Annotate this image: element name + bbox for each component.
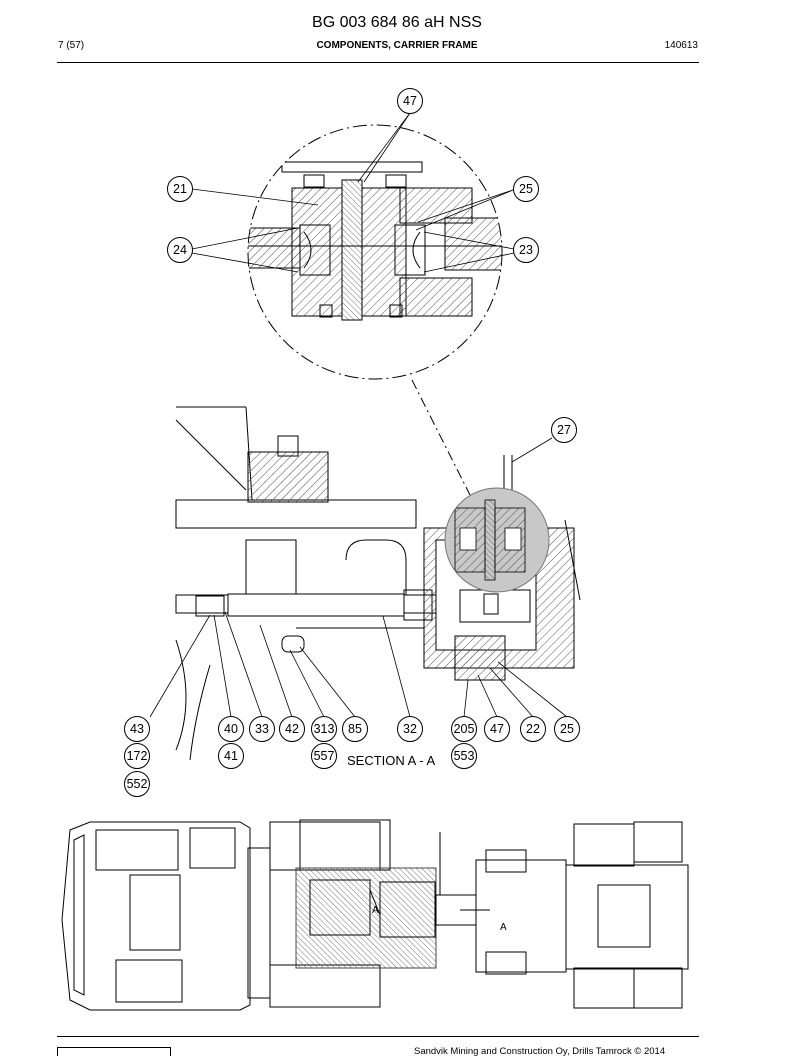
footer-rule	[57, 1036, 699, 1037]
callout-47-bottom: 47	[484, 716, 510, 742]
view-mark-a-2: A	[500, 922, 507, 933]
section-title: COMPONENTS, CARRIER FRAME	[316, 40, 478, 51]
callout-25-top: 25	[513, 176, 539, 202]
header-rule	[57, 62, 699, 63]
callout-47-top: 47	[397, 88, 423, 114]
detail-view	[247, 124, 503, 496]
callout-205: 205	[451, 716, 477, 742]
callout-33: 33	[249, 716, 275, 742]
callout-22: 22	[520, 716, 546, 742]
callout-23: 23	[513, 237, 539, 263]
section-detail-highlight	[444, 487, 550, 593]
callout-24: 24	[167, 237, 193, 263]
callout-40: 40	[218, 716, 244, 742]
view-mark-a-1: A	[372, 905, 379, 916]
callout-42: 42	[279, 716, 305, 742]
callout-32: 32	[397, 716, 423, 742]
footer-company: Sandvik Mining and Construction Oy, Dril…	[414, 1046, 666, 1057]
section-label: SECTION A - A	[347, 753, 436, 768]
callout-85: 85	[342, 716, 368, 742]
callout-21: 21	[167, 176, 193, 202]
plan-view	[61, 819, 689, 1011]
callout-41: 41	[218, 743, 244, 769]
document-code: 140613	[664, 40, 698, 51]
callout-552: 552	[124, 771, 150, 797]
callout-27: 27	[551, 417, 577, 443]
callout-557: 557	[311, 743, 337, 769]
leader-lines	[149, 112, 568, 718]
company-logo	[57, 1047, 171, 1056]
document-title: BG 003 684 86 aH NSS	[312, 14, 482, 31]
callout-25-bottom: 25	[554, 716, 580, 742]
callout-172: 172	[124, 743, 150, 769]
page-number: 7 (57)	[58, 40, 85, 51]
callout-313: 313	[311, 716, 337, 742]
callout-43: 43	[124, 716, 150, 742]
callout-553: 553	[451, 743, 477, 769]
